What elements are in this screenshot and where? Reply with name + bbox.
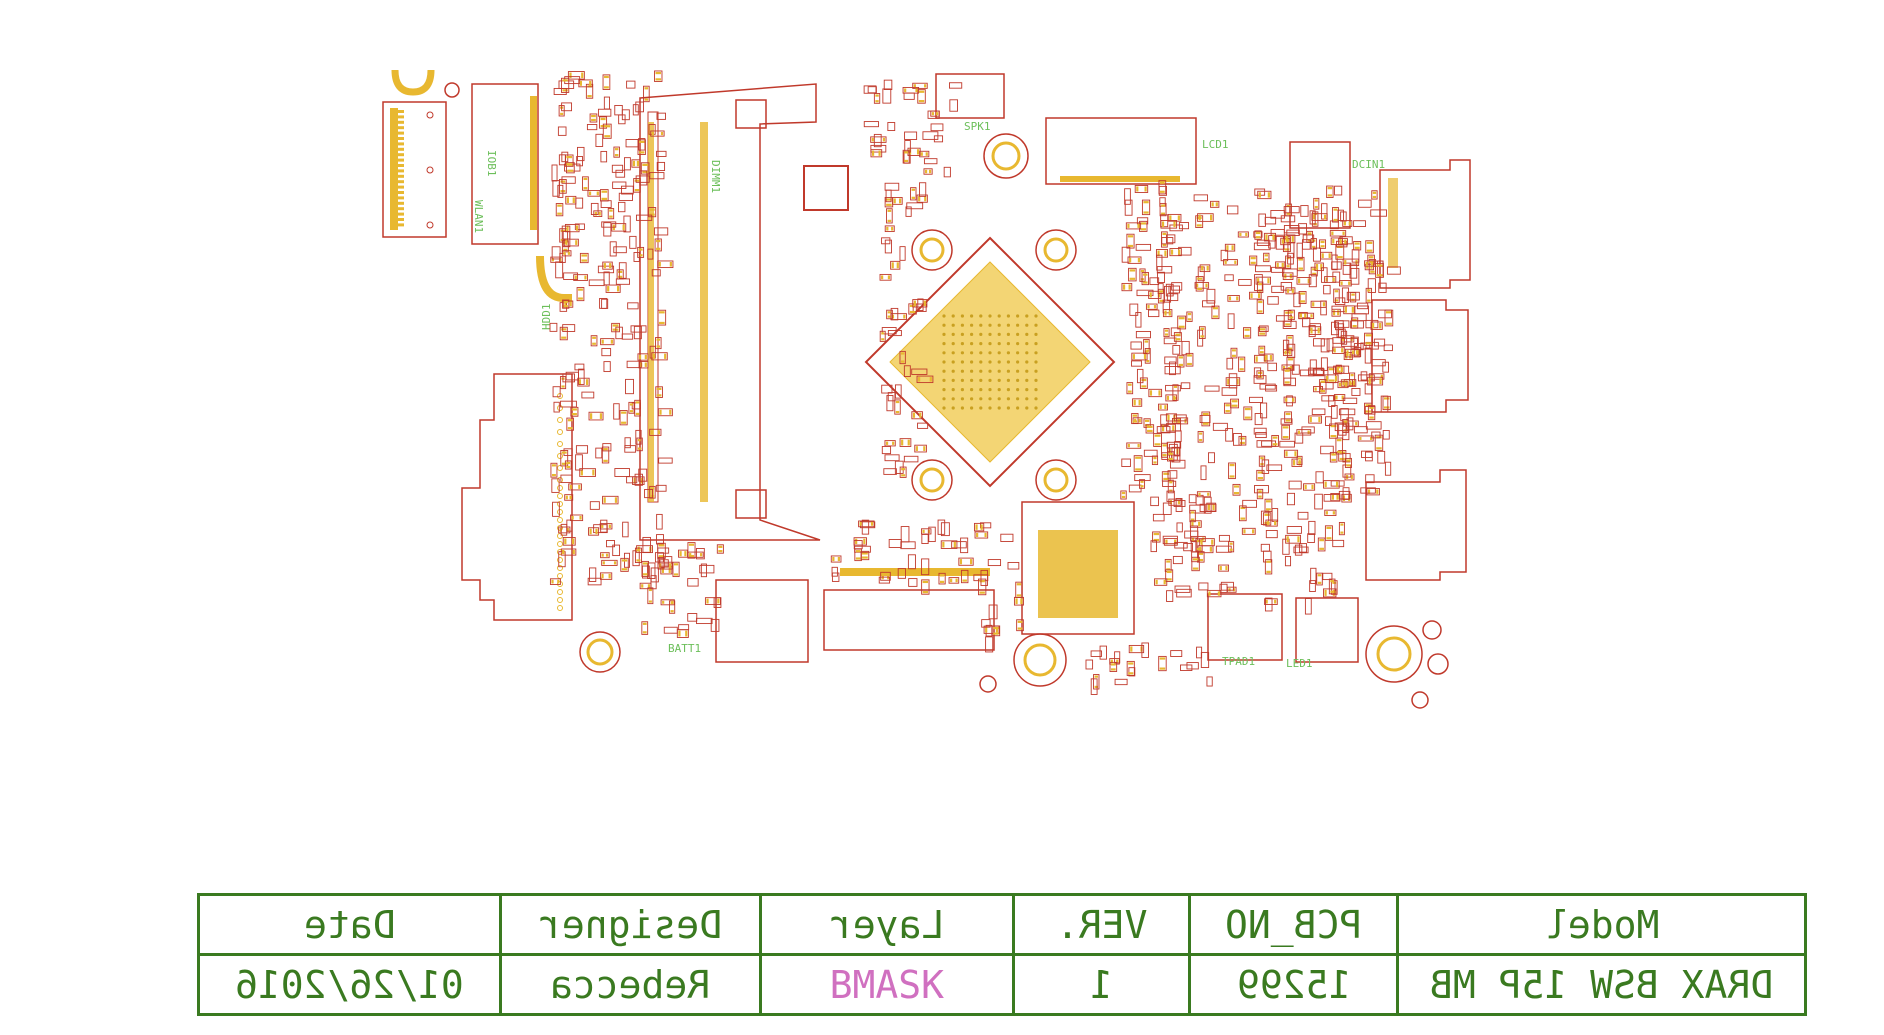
title-block-header-row: Date Designer Layer VER. PCB_NO Model <box>197 893 1807 956</box>
date-value: 01/26/2016 <box>197 953 502 1016</box>
passive-components <box>549 70 1401 695</box>
ec-chip <box>1021 501 1135 635</box>
model-header: Model <box>1396 893 1807 956</box>
led-designator: LED1 <box>1286 657 1313 670</box>
cpu-bga <box>864 236 1116 488</box>
layer-value: BMASK <box>758 953 1015 1016</box>
mounting-holes <box>579 133 1449 709</box>
hdd-designator: HDD1 <box>540 304 553 331</box>
designer-header: Designer <box>498 893 762 956</box>
hdd-connector: HDD1 <box>461 304 573 621</box>
iob-designator: IOB1 <box>485 150 498 177</box>
date-header: Date <box>197 893 502 956</box>
spk-designator: SPK1 <box>964 120 991 133</box>
title-block-value-row: 01/26/2016 Rebecca BMASK 1 15299 DRAX BS… <box>197 953 1807 1016</box>
designer-value: Rebecca <box>498 953 762 1016</box>
layer-header: Layer <box>758 893 1015 956</box>
wlan-connector: WLAN1 <box>382 69 485 238</box>
right-ports <box>1365 159 1471 581</box>
batt-designator: BATT1 <box>668 642 701 655</box>
dcin-connector: DCIN1 <box>1289 141 1385 229</box>
version-value: 1 <box>1011 953 1192 1016</box>
version-header: VER. <box>1011 893 1192 956</box>
bottom-connectors: BATT1 TPAD1 LED1 <box>668 568 1359 670</box>
speaker-connector: SPK1 <box>935 73 1005 133</box>
dcin-designator: DCIN1 <box>1352 158 1385 171</box>
dimm-slot: DIMM1 <box>639 83 849 541</box>
lcd-designator: LCD1 <box>1202 138 1229 151</box>
title-block: Date Designer Layer VER. PCB_NO Model 01… <box>197 893 1807 1016</box>
pcb-number-header: PCB_NO <box>1188 893 1400 956</box>
pcb-number-value: 15299 <box>1188 953 1400 1016</box>
tpad-designator: TPAD1 <box>1222 655 1255 668</box>
dimm-designator: DIMM1 <box>709 160 722 193</box>
title-block-table: Date Designer Layer VER. PCB_NO Model 01… <box>197 893 1807 1016</box>
wlan-designator: WLAN1 <box>472 200 485 233</box>
lcd-connector: LCD1 <box>1045 117 1229 185</box>
iob-connector: IOB1 <box>471 83 572 302</box>
model-value: DRAX BSW 15P MB <box>1396 953 1807 1016</box>
